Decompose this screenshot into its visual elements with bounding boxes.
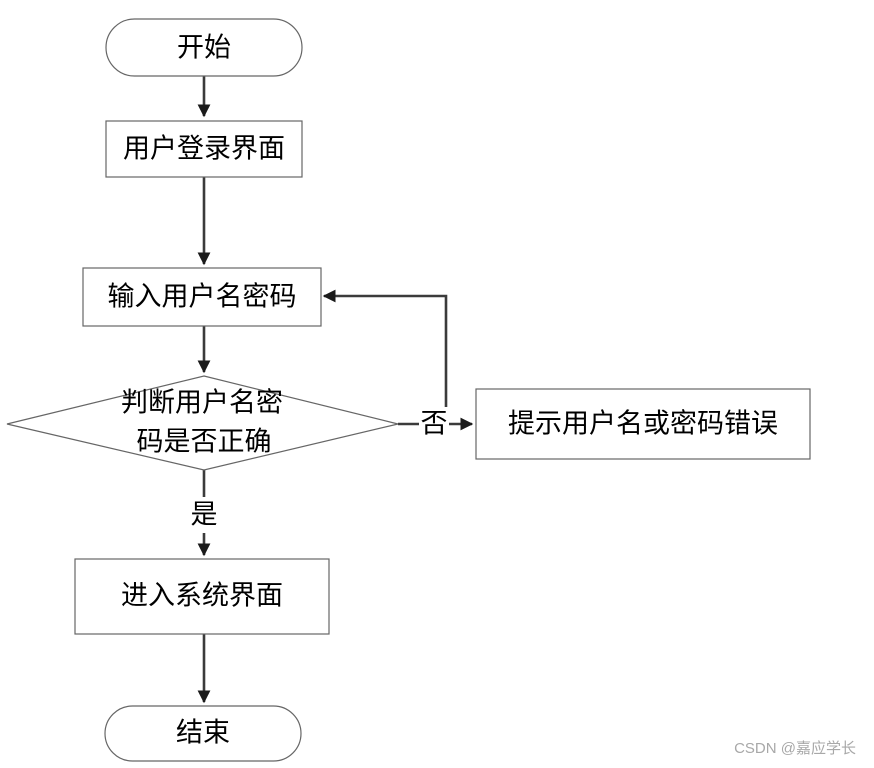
edge-error-loop-back — [322, 289, 448, 424]
login-screen-label: 用户登录界面 — [123, 134, 285, 165]
check-line1-label: 判断用户名密 — [121, 388, 283, 419]
start-node — [105, 18, 303, 77]
error-prompt-label: 提示用户名或密码错误 — [508, 409, 778, 440]
login-screen-node — [105, 120, 303, 178]
enter-system-node — [74, 558, 330, 635]
no-label: 否 — [421, 409, 448, 440]
watermark: CSDN @嘉应学长 — [734, 740, 856, 757]
start-label: 开始 — [177, 33, 231, 64]
input-credentials-label: 输入用户名密码 — [108, 282, 297, 313]
check-line2-label: 码是否正确 — [137, 427, 272, 458]
no-label-bg — [419, 407, 449, 441]
error-prompt-node — [475, 388, 811, 460]
end-label: 结束 — [176, 718, 230, 749]
yes-label: 是 — [191, 500, 218, 531]
end-node — [104, 705, 302, 762]
input-credentials-node — [82, 267, 322, 327]
enter-system-label: 进入系统界面 — [121, 581, 283, 612]
yes-label-bg — [187, 497, 221, 533]
check-credentials-decision — [6, 375, 399, 471]
